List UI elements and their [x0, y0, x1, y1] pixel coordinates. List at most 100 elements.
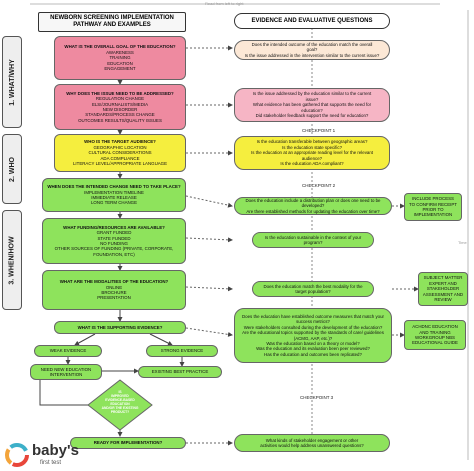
node-ready-implementation: READY FOR IMPLEMENTATION? — [70, 437, 186, 449]
node-line: ASSESSMENT AND — [422, 291, 464, 297]
node-line: AND/OR THE EXISTING — [101, 406, 139, 410]
node-line: EXISTING BEST PRACTICE — [151, 369, 209, 375]
node-line: Is the education transferable between ge… — [256, 139, 368, 145]
node-when-change-title: WHEN DOES THE INTENDED CHANGE NEED TO TA… — [47, 184, 181, 190]
section-who-label: 2. WHO — [8, 156, 16, 182]
node-line: Does the education have established outc… — [241, 313, 385, 319]
node-line: What kinds of stakeholder engagement or … — [265, 437, 359, 443]
node-line: INCLUDE PROCESS — [412, 196, 454, 202]
node-line: STRONG EVIDENCE — [160, 348, 204, 354]
section-when-how-label: 3. WHEN/HOW — [8, 235, 16, 285]
section-what-why: 1. WHAT/WHY — [2, 36, 22, 128]
node-line: education? — [301, 107, 323, 113]
node-line: ELSI/JOURNALISTS/MEDIA — [91, 101, 149, 107]
node-line: program? — [303, 240, 323, 245]
node-line: REGULATION CHANGE — [95, 96, 145, 102]
note-achdnc: ACHDNC EDUCATION AND TRAINING WORKGROUP … — [404, 320, 466, 350]
node-line: EDUCATIONAL GUIDE — [412, 340, 458, 346]
node-line: What evidence has been gathered that sup… — [252, 102, 372, 108]
node-line: Is the education sustainable in the cont… — [264, 234, 362, 240]
node-supporting-evidence-title: WHAT IS THE SUPPORTING EVIDENCE? — [77, 324, 163, 330]
node-line: STANDARDS/PROCESS CHANGE — [85, 112, 155, 118]
node-line: GRANT FUNDED — [96, 230, 132, 236]
node-line: OTHER SOURCES OF FUNDING (PRIVATE, CORPO… — [54, 246, 174, 257]
node-line: ENGAGEMENT — [104, 66, 136, 72]
node-target-audience: WHO IS THE TARGET AUDIENCE? GEOGRAPHIC L… — [54, 134, 186, 172]
node-line: target population? — [295, 289, 331, 294]
node-line: Are the educational topics supported by … — [242, 330, 384, 336]
node-line: AND TRAINING — [419, 329, 451, 335]
time-axis-label: Time — [458, 240, 467, 245]
node-why-issue: WHY DOES THE ISSUE NEED TO BE ADDRESSED?… — [54, 84, 186, 130]
node-line: audience? — [301, 155, 323, 161]
node-line: WEAK EVIDENCE — [49, 348, 87, 354]
node-overall-goal: WHAT IS THE OVERALL GOAL OF THE EDUCATIO… — [54, 36, 186, 80]
node-target-audience-title: WHO IS THE TARGET AUDIENCE? — [84, 139, 156, 145]
logo-brand: baby's — [32, 442, 79, 459]
note-expert: SUBJECT MATTER EXPERT AND STAKEHOLDER AS… — [418, 272, 468, 306]
node-line: STAKEHOLDER — [426, 286, 460, 292]
node-line: Has the education and outcomes been repl… — [264, 351, 362, 357]
node-line: PRIOR TO — [422, 207, 444, 212]
node-line: AWARENESS — [106, 49, 134, 55]
node-line: (ACMG, AAP, etc.)? — [293, 335, 333, 341]
node-line: goal? — [306, 47, 318, 53]
node-line: developed? — [301, 203, 325, 209]
checkpoint-3: CHECKPOINT 3 — [300, 395, 334, 400]
right-header: EVIDENCE AND EVALUATIVE QUESTIONS — [234, 13, 390, 29]
checkpoint-2: CHECKPOINT 2 — [302, 183, 336, 188]
question-modality: Does the education match the best modali… — [252, 281, 374, 297]
question-evidence: Does the education have established outc… — [234, 308, 392, 363]
question-distribution: Does the education include a distributio… — [234, 197, 392, 215]
node-line: IMPLEMENTATION — [413, 212, 453, 218]
node-line: success metrics? — [296, 319, 330, 325]
node-line: EVIDENCE-BASED — [105, 398, 135, 402]
node-line: LITERACY LEVEL/APPROPRIATE LANGUAGE — [72, 161, 168, 167]
direction-label: Read from left to right — [205, 1, 244, 6]
node-strong-evidence: STRONG EVIDENCE — [146, 345, 218, 357]
node-line: activities would help address unanswered… — [260, 443, 364, 448]
node-line: TRAINING — [109, 55, 131, 61]
node-existing-best-practice: EXISTING BEST PRACTICE — [138, 366, 222, 378]
node-line: EXPERT AND — [429, 280, 457, 286]
node-line: ADA COMPLIANCE — [100, 155, 140, 161]
node-line: Is the issue addressed in the interventi… — [244, 52, 380, 58]
question-issue: Is the issue addressed by the education … — [234, 88, 390, 122]
node-line: Did stakeholder feedback support the nee… — [255, 113, 369, 119]
node-funding-title: WHAT FUNDING/RESOURCES ARE AVAILABLE? — [63, 224, 165, 230]
node-supporting-evidence: WHAT IS THE SUPPORTING EVIDENCE? — [54, 321, 186, 334]
node-weak-evidence: WEAK EVIDENCE — [34, 345, 102, 357]
node-line: REVIEW — [434, 297, 452, 303]
question-sustainable: Is the education sustainable in the cont… — [252, 232, 374, 248]
node-line: Was the education based on a theory or m… — [266, 340, 360, 346]
node-line: Are there established methods for updati… — [246, 208, 380, 214]
node-funding: WHAT FUNDING/RESOURCES ARE AVAILABLE? GR… — [42, 218, 186, 264]
question-engagement: What kinds of stakeholder engagement or … — [234, 434, 390, 452]
node-line: READY FOR IMPLEMENTATION? — [93, 440, 163, 446]
node-line: ACHDNC EDUCATION — [412, 324, 458, 330]
diamond-decision: IS IMPROVED EVIDENCE-BASED EDUCATION AND… — [92, 390, 148, 420]
node-line: EDUCATION — [110, 402, 130, 406]
node-line: EDUCATION — [107, 60, 133, 66]
node-line: ONLINE — [105, 284, 123, 290]
node-line: OUTCOMES RESULTS/QUALITY ISSUES — [78, 117, 162, 123]
node-line: IS — [118, 390, 122, 394]
node-line: NO FUNDING — [100, 241, 128, 246]
node-line: NEED NEW EDUCATION — [40, 366, 92, 372]
node-line: BROCHURE — [101, 290, 127, 295]
node-line: CULTURAL CONSIDERATIONS — [88, 150, 152, 156]
node-modalities: WHAT ARE THE MODALITIES OF THE EDUCATION… — [42, 270, 186, 310]
node-line: PRESENTATION — [97, 295, 131, 301]
node-line: NEW DISORDER — [102, 107, 138, 112]
note-process: INCLUDE PROCESS TO CONFIRM RECEIPT PRIOR… — [404, 193, 462, 221]
question-outcome: Does the intended outcome of the educati… — [234, 40, 390, 60]
node-line: LONG TERM CHANGE — [90, 200, 138, 206]
node-line: IMMEDIATE RELEASE — [91, 195, 137, 200]
node-line: Is the education state specific? — [281, 144, 343, 150]
logo-mark-icon — [5, 443, 29, 467]
babys-first-test-logo: baby's first test — [4, 440, 84, 470]
node-line: Is the issue addressed by the education … — [252, 91, 372, 97]
left-header: NEWBORN SCREENING IMPLEMENTATION PATHWAY… — [38, 12, 186, 32]
node-modalities-title: WHAT ARE THE MODALITIES OF THE EDUCATION… — [59, 279, 169, 285]
